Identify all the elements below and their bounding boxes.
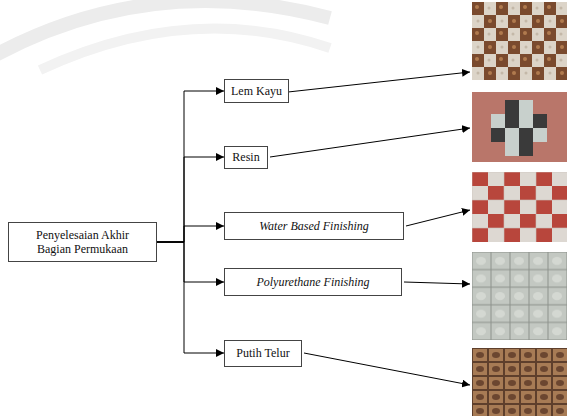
box-label: Polyurethane Finishing <box>256 275 369 289</box>
root-box: Penyelesaian Akhir Bagian Permukaan <box>8 222 157 262</box>
box-label: Resin <box>232 150 259 164</box>
category-box: Water Based Finishing <box>224 212 404 240</box>
category-box: Lem Kayu <box>224 79 289 103</box>
pointer-arrow <box>270 128 470 157</box>
sample-photo <box>472 2 567 80</box>
category-box: Polyurethane Finishing <box>224 268 402 296</box>
sample-photo <box>472 172 567 242</box>
branch-connector <box>157 226 224 242</box>
sample-photo <box>472 92 567 162</box>
pointer-arrow <box>288 72 470 92</box>
branch-connector <box>157 242 224 282</box>
box-label: Lem Kayu <box>231 84 282 98</box>
watermark-arc <box>40 28 330 70</box>
branch-connector <box>157 242 224 353</box>
pointer-arrow <box>304 353 470 385</box>
box-label: Water Based Finishing <box>259 219 369 233</box>
category-box: Putih Telur <box>224 340 302 367</box>
sample-photo <box>472 252 567 340</box>
box-label: Putih Telur <box>236 346 289 360</box>
branch-connector <box>157 157 224 242</box>
box-label: Penyelesaian Akhir Bagian Permukaan <box>21 228 145 256</box>
category-box: Resin <box>224 146 268 169</box>
sample-photo <box>472 348 567 416</box>
branch-connector <box>157 91 224 242</box>
pointer-arrow <box>404 282 470 284</box>
pointer-arrow <box>406 210 470 226</box>
